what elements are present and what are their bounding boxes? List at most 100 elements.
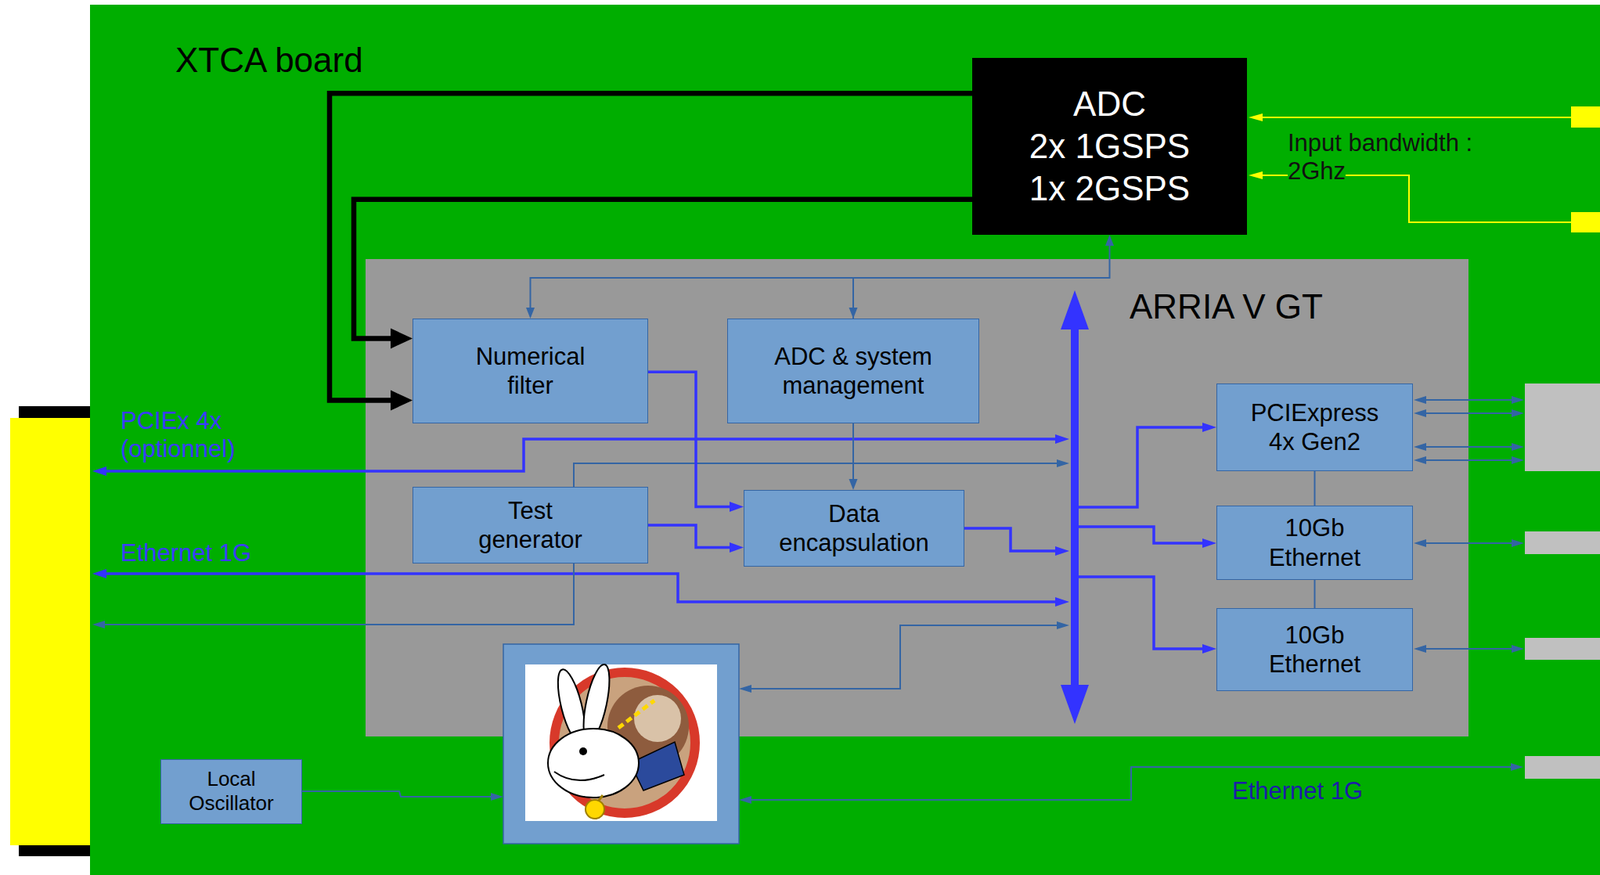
process-box: Numerical filter [412,318,649,424]
pcie-lanes [1424,400,1513,649]
arrow-head [729,501,744,512]
arrow-head [1202,422,1217,433]
heading-wrap: ARRIA V GT [1129,287,1323,327]
label-wrap: Ethernet 1G [120,538,252,568]
signal-label: PCIEx 4x (optionnel) [120,407,235,463]
sfp-connector [1524,531,1600,555]
box-label: Test generator [464,496,598,555]
pcie-connector [1524,383,1600,472]
lane-wire [1424,459,1513,462]
box-label: Data encapsulation [763,499,945,558]
connector-line [1314,471,1316,506]
thin-link-heads [92,459,1524,804]
arrow-head [390,327,413,349]
input-wire [1261,116,1572,119]
logo-shade [634,695,682,743]
watch-chain [618,700,655,728]
pcie-backplane-wire [104,439,1057,472]
connector-line [329,93,973,400]
box-label: 10Gb Ethernet [1252,513,1378,572]
rabbit-smile [554,771,605,781]
connector-arrow [648,371,744,512]
arrow-head [1413,539,1427,548]
arrow-head [92,466,107,476]
arrow-head [1511,539,1525,548]
oscillator-box: Local Oscillator [160,759,303,825]
arrow-head [1055,434,1070,444]
input-wire [1261,175,1572,223]
lane-wire [1424,542,1513,545]
rabbit-head [547,728,639,798]
arrow-head [526,307,535,319]
arrow-head [1511,409,1525,418]
wr-ethernet-wire [750,767,1512,800]
label-wrap: Input bandwidth : 2Ghz [1287,129,1492,185]
connector-arrow [648,525,744,553]
box-label: Numerical filter [460,342,602,400]
box-label: 1x 2GSPS [1029,167,1190,210]
white-rabbit-logo [547,662,696,819]
lane-heads [1413,396,1525,653]
connector-line [852,423,855,482]
backplane-connector [10,418,91,846]
arrow-head [1248,113,1263,122]
block-title: XTCA board [175,40,364,80]
block-title: ARRIA V GT [1129,287,1323,326]
connector-line [648,525,733,548]
box-label: 10Gb Ethernet [1252,620,1378,679]
arrow-head [1511,396,1525,404]
testgen-bus-wire [573,463,1058,487]
oscillator-wire [302,791,492,797]
connector-arrow [849,234,1115,319]
box-label: ADC [1073,82,1146,126]
bus-head [1060,684,1089,725]
arrow-head [729,542,744,553]
lane-wire [1424,446,1513,448]
connector-arrow [353,199,973,350]
arrow-head [1248,171,1263,180]
signal-label: Ethernet 1G [1232,777,1363,805]
connector-bar [18,845,91,857]
testgen-backplane-wire [104,563,574,625]
white-rabbit-box [503,644,739,844]
arrow-head [1202,538,1217,548]
arrow-head [738,684,752,693]
connector-arrow [1314,471,1316,506]
logo-frame [525,664,718,822]
arrow-head [1413,396,1427,404]
connector-line [853,243,1110,310]
process-box: ADC & system management [727,318,980,424]
arrow-head [1510,763,1524,772]
bus-pcie-wire [1078,427,1204,508]
process-box: 10Gb Ethernet [1216,608,1413,692]
arrow-head [1511,456,1525,465]
box-label: ADC & system management [739,342,967,400]
box-label: Local Oscillator [176,767,287,816]
arrow-head [1413,645,1427,653]
process-box: Data encapsulation [743,490,965,567]
input-connector [1571,212,1600,233]
label-wrap: Ethernet 1G [1232,776,1363,806]
arrow-head [92,620,105,629]
arrow-head [1055,546,1070,556]
connector-bar [18,406,91,419]
connector-line [648,371,733,507]
arrow-head [390,390,413,411]
connector-arrow [1314,580,1316,609]
bus-link-heads [92,422,1217,654]
thin-links [104,463,1512,800]
arrow-head [849,479,858,491]
heading-wrap: XTCA board [175,40,364,80]
connector-line [530,277,855,319]
arrow-head [1511,443,1525,451]
signal-label: Input bandwidth : 2Ghz [1287,129,1473,185]
ethernet-backplane-wire [104,573,1057,602]
rj45-connector [1524,756,1600,779]
bus-head [1060,290,1089,330]
arrow-head [1202,644,1217,654]
process-box: PCIExpress 4x Gen2 [1216,383,1413,472]
bus-eth-wire [1078,576,1204,649]
wr-bus-wire [750,625,1058,689]
lane-wire [1424,648,1513,650]
